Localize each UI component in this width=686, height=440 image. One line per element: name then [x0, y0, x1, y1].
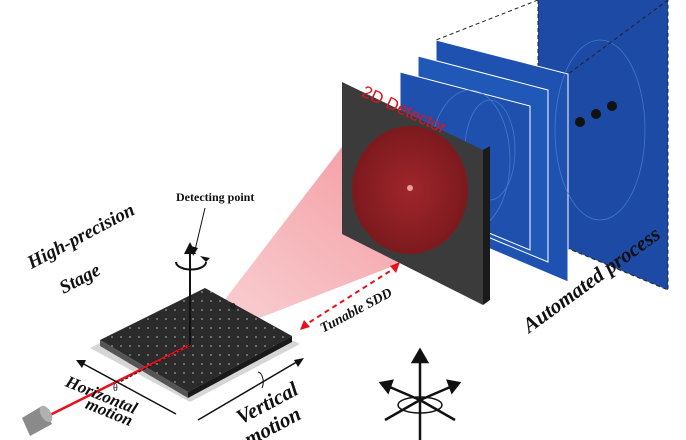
sdd-arrow: [301, 265, 399, 328]
x-ray-source-cylinder-icon: [22, 405, 53, 436]
sheet-dashed-outline: [537, 0, 669, 291]
detector-side: [483, 146, 490, 305]
ellipsis-dot-3: [607, 101, 617, 111]
rotation-axis: [175, 207, 210, 345]
stage-edge: [188, 336, 292, 398]
six-axis-motion-icon: [378, 347, 462, 440]
incident-beam: [39, 343, 191, 422]
detecting-point-label: Detecting point: [176, 190, 255, 204]
rotation-arrow-icon: [175, 261, 207, 271]
motion-arrows: [76, 358, 304, 421]
ellipsis-dot-2: [591, 109, 601, 119]
detector: [342, 82, 490, 305]
ellipsis-dot-1: [575, 117, 585, 127]
theta-label: θ: [113, 383, 118, 394]
